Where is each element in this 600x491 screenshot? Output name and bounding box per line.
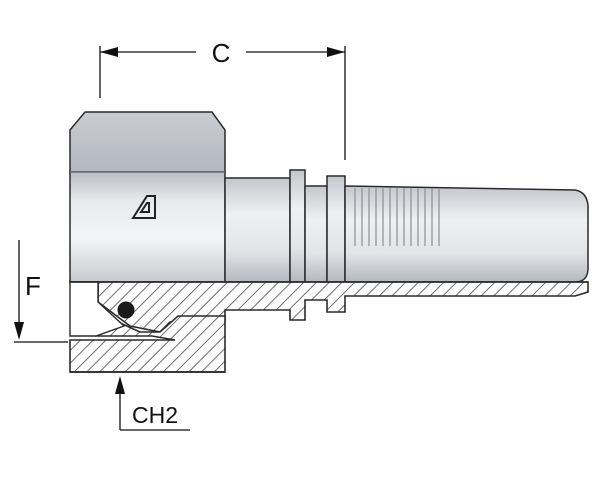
dimension-ch2 [115,376,190,431]
collar-2 [326,175,346,283]
fitting-exterior [69,111,589,283]
collar-1 [289,169,306,283]
nut-top-chamfer [69,111,226,173]
o-ring [117,301,135,319]
barb-grooves [354,188,440,246]
nut-face [69,171,226,283]
fitting-section [68,281,589,373]
hose-tail [344,185,589,283]
dimension-c [99,46,346,160]
dimension-f-label: F [25,271,41,301]
dimension-f [14,240,68,343]
dimension-c-label: C [212,38,231,68]
brand-logo-icon [131,195,156,219]
fitting-neck [224,177,291,283]
dimension-ch2-label: CH2 [132,402,178,428]
